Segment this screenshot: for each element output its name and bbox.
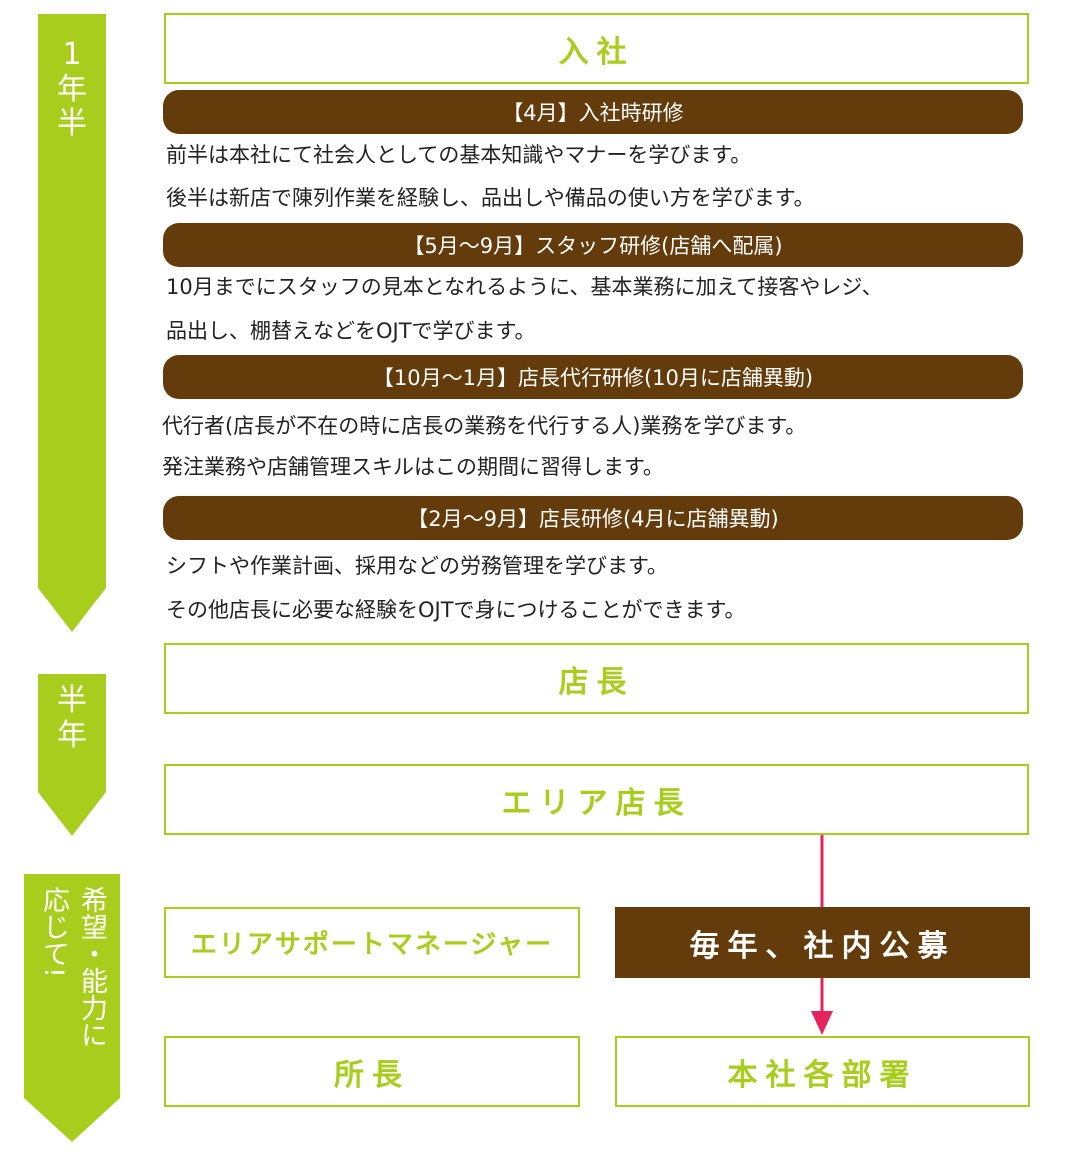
training-desc-april-2: 後半は新店で陳列作業を経験し、品出しや備品の使い方を学びます。 [166, 186, 815, 210]
training-bar-staff: 【5月〜9月】スタッフ研修(店舗へ配属) [163, 223, 1023, 267]
training-bar-april: 【4月】入社時研修 [163, 90, 1023, 134]
training-desc-acting-manager-1: 代行者(店長が不在の時に店長の業務を代行する人)業務を学びます。 [162, 414, 807, 438]
timeline-arrow-by-ability [24, 874, 120, 1142]
box-shocho: 所長 [164, 1036, 580, 1107]
training-desc-staff-1: 10月までにスタッフの見本となれるように、基本業務に加えて接客やレジ、 [166, 275, 883, 299]
training-desc-manager-2: その他店長に必要な経験をOJTで身につけることができます。 [166, 598, 746, 622]
timeline-label-1-5-years: 1 年 半 [57, 37, 87, 141]
timeline-label-by-ability: 希望・能力に 応じて! [38, 886, 107, 1048]
box-nyusha: 入社 [164, 13, 1029, 84]
timeline-arrow-1-5-years [38, 14, 106, 632]
training-desc-staff-2: 品出し、棚替えなどをOJTで学びます。 [166, 319, 536, 343]
box-tencho: 店長 [164, 643, 1029, 714]
training-bar-manager: 【2月〜9月】店長研修(4月に店舗異動) [163, 496, 1023, 540]
box-annual-internal-recruitment: 毎年、社内公募 [615, 907, 1030, 978]
training-desc-manager-1: シフトや作業計画、採用などの労務管理を学びます。 [166, 554, 668, 578]
training-bar-acting-manager: 【10月〜1月】店長代行研修(10月に店舗異動) [163, 355, 1023, 399]
box-honsha-departments: 本社各部署 [615, 1036, 1030, 1107]
training-desc-april-1: 前半は本社にて社会人としての基本知識やマナーを学びます。 [166, 143, 752, 167]
training-desc-acting-manager-2: 発注業務や店舗管理スキルはこの期間に習得します。 [162, 455, 664, 479]
box-area-support-manager: エリアサポートマネージャー [164, 907, 580, 978]
box-area-tencho: エリア店長 [164, 764, 1029, 835]
timeline-label-half-year: 半 年 [57, 683, 87, 753]
